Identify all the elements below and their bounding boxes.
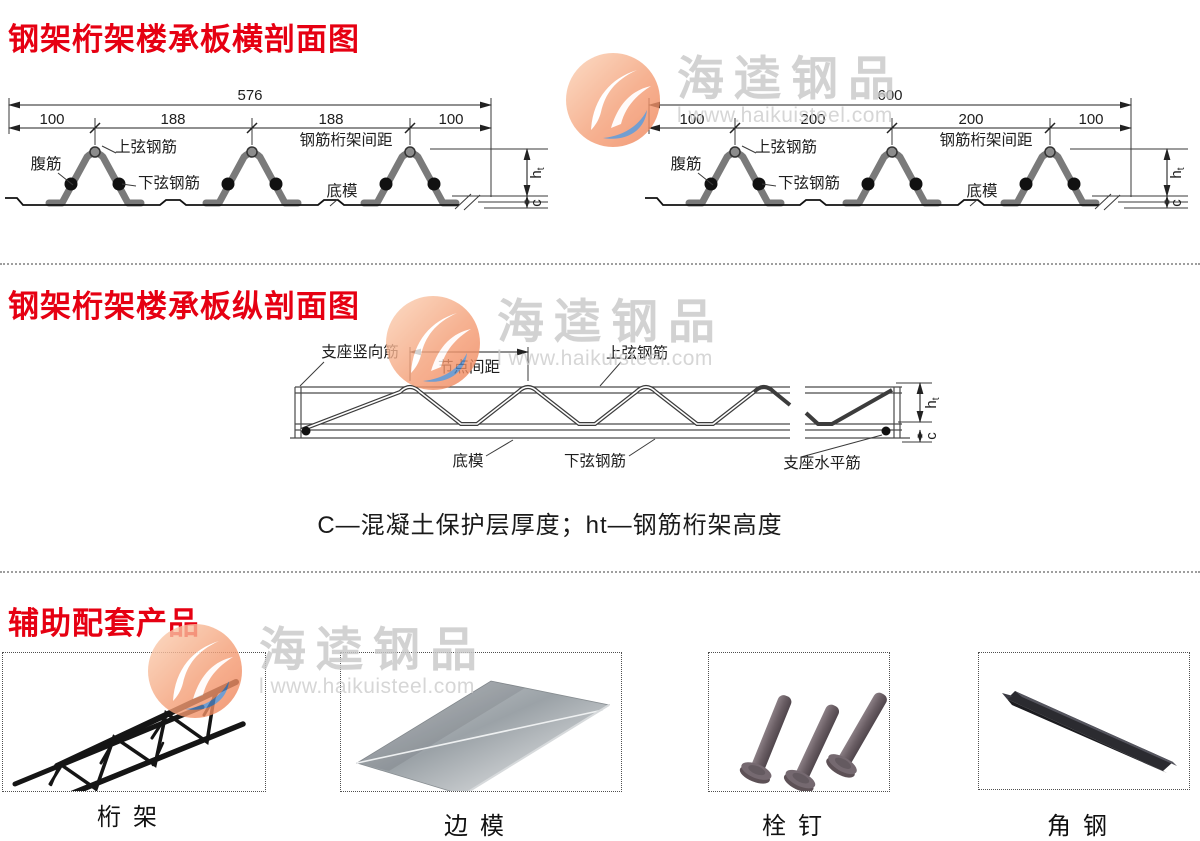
cross-section-title: 钢架桁架楼承板横剖面图	[8, 22, 360, 57]
product-label-edge-form: 边模	[444, 813, 516, 840]
stud-photo	[737, 685, 889, 791]
bottom-form-sheet	[5, 197, 459, 206]
c-label: c	[1168, 199, 1185, 207]
break-symbol	[454, 193, 548, 211]
dim-2: 188	[160, 111, 185, 128]
angle-steel-photo	[1002, 691, 1177, 773]
dim-4: 100	[1078, 111, 1103, 128]
bottom-chord-label: 下弦钢筋	[778, 174, 840, 192]
products-title: 辅助配套产品	[8, 606, 200, 641]
truss-profile	[206, 147, 298, 203]
section-divider	[0, 571, 1200, 573]
truss-spacing-label: 钢筋桁架间距	[299, 131, 392, 149]
bottom-chord-label: 下弦钢筋	[138, 174, 200, 192]
dimension-lines	[648, 101, 1171, 209]
ht-label: ht	[528, 167, 547, 178]
truss-profile	[846, 147, 938, 203]
support-vertical-label: 支座竖向筋	[321, 343, 399, 361]
edge-form-photo	[356, 680, 611, 791]
product-card-angle-steel	[978, 652, 1190, 790]
dimension-lines	[8, 101, 531, 209]
dim-total: 600	[877, 87, 902, 104]
product-label-truss: 桁架	[97, 804, 169, 831]
bottom-form-sheet	[645, 197, 1099, 206]
cross-section-left-diagram: 576 100 188 188 100 钢筋桁架间距 腹筋 上弦钢筋 下弦钢筋 …	[5, 87, 548, 211]
web-label: 腹筋	[670, 155, 701, 173]
dim-3: 188	[318, 111, 343, 128]
leader-lines	[697, 145, 979, 207]
extension-lines	[8, 98, 548, 197]
dim-1: 100	[39, 111, 64, 128]
truss-spacing-label: 钢筋桁架间距	[939, 131, 1032, 149]
bottom-form-label: 底模	[452, 452, 483, 470]
bottom-form-label: 底模	[966, 182, 997, 200]
truss-profile	[1004, 147, 1096, 203]
dim-4: 100	[438, 111, 463, 128]
support-bar-left	[301, 426, 311, 436]
top-chord-label: 上弦钢筋	[115, 138, 177, 156]
product-card-edge-form	[340, 652, 622, 792]
break-symbol	[1094, 193, 1188, 211]
dim-total: 576	[237, 87, 262, 104]
product-label-angle-steel: 角钢	[1047, 813, 1119, 840]
ht-label: ht	[1168, 167, 1187, 178]
node-spacing-label: 节点间距	[438, 358, 500, 376]
support-bar-right	[881, 426, 891, 436]
leader-lines	[57, 145, 339, 207]
dim-3: 200	[958, 111, 983, 128]
product-label-studs: 栓钉	[762, 813, 834, 840]
web-label: 腹筋	[30, 155, 61, 173]
top-chord-label: 上弦钢筋	[755, 138, 817, 156]
leader-lines	[299, 361, 883, 458]
top-chord-label: 上弦钢筋	[606, 344, 668, 362]
longitudinal-title: 钢架桁架楼承板纵剖面图	[8, 289, 360, 324]
truss-profile	[364, 147, 456, 203]
ht-label: ht	[923, 397, 942, 408]
c-label: c	[528, 199, 545, 207]
product-card-studs	[708, 652, 890, 792]
cross-section-right-diagram: 600 100 200 200 100 钢筋桁架间距 腹筋 上弦钢筋 下弦钢筋 …	[645, 87, 1188, 211]
bottom-form-label: 底模	[326, 182, 357, 200]
product-card-truss	[2, 652, 266, 792]
longitudinal-diagram: 支座竖向筋 节点间距 上弦钢筋 底模 下弦钢筋 支座水平筋 ht c	[290, 343, 942, 472]
bottom-chord-label: 下弦钢筋	[564, 452, 626, 470]
truss-photo	[12, 679, 246, 791]
legend-caption: C—混凝土保护层厚度；ht—钢筋桁架高度	[317, 512, 783, 539]
chord-rails	[290, 386, 910, 439]
dim-1: 100	[679, 111, 704, 128]
support-horizontal-label: 支座水平筋	[783, 454, 861, 472]
c-label: c	[923, 432, 940, 440]
section-divider	[0, 263, 1200, 265]
dim-2: 200	[800, 111, 825, 128]
